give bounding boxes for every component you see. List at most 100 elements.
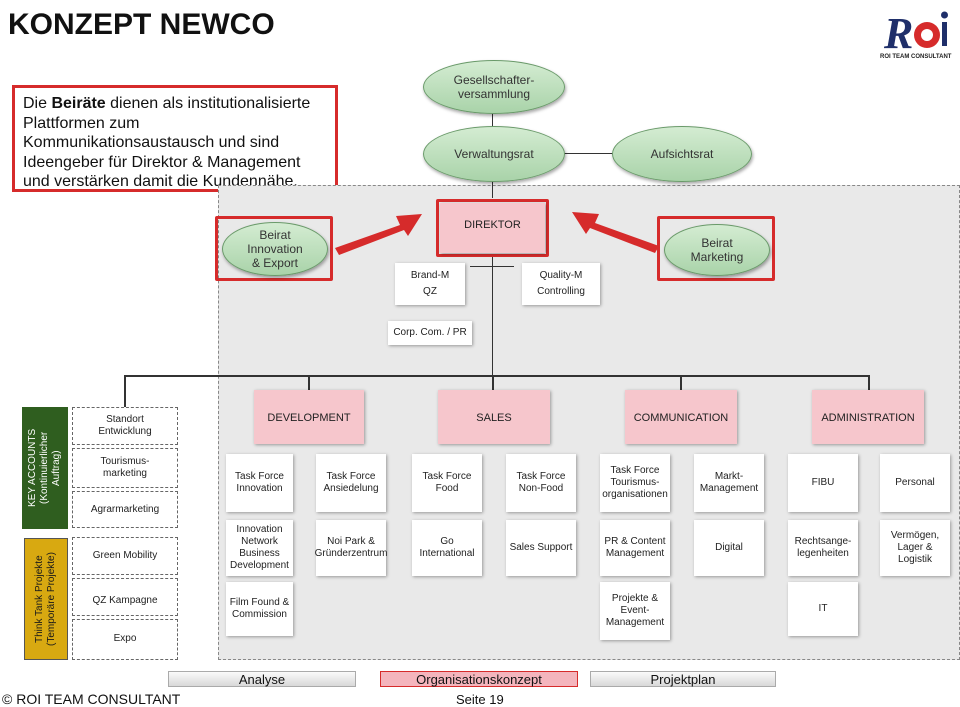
noi-park: Noi Park & Gründerzentrum <box>314 520 388 576</box>
roi-logo: R ROI TEAM CONSULTANT <box>878 2 958 64</box>
roi-logo-graphic: R <box>883 9 948 58</box>
go-international-label: Go International <box>419 536 475 559</box>
projekte-event-management: Projekte & Event- Management <box>600 582 670 640</box>
department-administration: ADMINISTRATION <box>812 390 924 444</box>
beirat-marketing-node: Beirat Marketing <box>664 224 770 276</box>
pr-content-label: PR & Content Management <box>604 536 666 559</box>
connector <box>124 375 126 407</box>
think-tank-text: Think Tank Projekte (Temporäre Projekte) <box>34 552 57 646</box>
vermoegen-label: Vermögen, Lager & Logistik <box>890 530 940 565</box>
logo-tagline: ROI TEAM CONSULTANT <box>880 54 952 60</box>
arrow-right <box>572 212 659 253</box>
intro-prefix: Die <box>23 95 52 112</box>
aufsichtsrat-label: Aufsichtsrat <box>650 147 714 161</box>
fibu-label: FIBU <box>811 477 835 488</box>
task-force-ansiedelung: Task Force Ansiedelung <box>316 454 386 512</box>
key-accounts-label: KEY ACCOUNTS (Kontinuierlicher Auftrag) <box>22 407 68 529</box>
agrarmarketing: Agrarmarketing <box>72 491 178 528</box>
connector <box>680 375 682 390</box>
markt-management: Markt- Management <box>694 454 764 512</box>
task-force-ansiedelung-label: Task Force Ansiedelung <box>323 471 379 494</box>
personal-label: Personal <box>895 477 935 488</box>
rechtsangelegenheiten: Rechtsange- legenheiten <box>788 520 858 576</box>
connector <box>868 375 870 390</box>
department-development: DEVELOPMENT <box>254 390 364 444</box>
task-force-tourismusorganisationen: Task Force Tourismus- organisationen <box>600 454 670 512</box>
tab-analyse[interactable]: Analyse <box>168 671 356 687</box>
digital: Digital <box>694 520 764 576</box>
sales-support-label: Sales Support <box>509 542 573 553</box>
vermoegen-lager-logistik: Vermögen, Lager & Logistik <box>880 520 950 576</box>
task-force-innovation: Task Force Innovation <box>226 454 293 512</box>
key-accounts-text: KEY ACCOUNTS (Kontinuierlicher Auftrag) <box>27 428 62 508</box>
intro-textbox: Die Beiräte dienen als institutionalisie… <box>12 85 338 192</box>
expo: Expo <box>72 619 178 660</box>
standort-entwicklung: Standort Entwicklung <box>72 407 178 445</box>
agrarmarketing-label: Agrarmarketing <box>90 503 160 515</box>
green-mobility-label: Green Mobility <box>92 550 158 561</box>
pr-content-management: PR & Content Management <box>600 520 670 576</box>
tourismusmarketing-label: Tourismus- marketing <box>100 456 150 479</box>
task-force-non-food-label: Task Force Non-Food <box>516 471 566 494</box>
tab-organisationskonzept[interactable]: Organisationskonzept <box>380 671 578 687</box>
connector <box>308 375 310 390</box>
rechtsangelegenheiten-label: Rechtsange- legenheiten <box>794 536 852 559</box>
fibu: FIBU <box>788 454 858 512</box>
brand-m-node: Brand-M QZ <box>395 263 465 305</box>
connector <box>492 178 493 198</box>
gesellschafterversammlung-node: Gesellschafter- versammlung <box>423 60 565 114</box>
beirat-innovation-node: Beirat Innovation & Export <box>222 222 328 276</box>
arrow-left <box>335 214 422 255</box>
standort-entwicklung-label: Standort Entwicklung <box>98 414 152 437</box>
footer-page-number: Seite 19 <box>456 692 504 707</box>
gesellschafter-label: Gesellschafter- versammlung <box>453 73 535 101</box>
connector <box>560 153 622 154</box>
film-found-commission: Film Found & Commission <box>226 582 293 636</box>
connector <box>470 266 514 267</box>
department-communication-label: COMMUNICATION <box>633 412 729 424</box>
task-force-innovation-label: Task Force Innovation <box>235 471 284 494</box>
connector <box>492 255 493 375</box>
innovation-network-label: Innovation Network Business Development <box>230 524 289 571</box>
task-force-tourismus-label: Task Force Tourismus- organisationen <box>602 465 668 500</box>
beirat-innovation-highlight <box>215 216 333 281</box>
intro-bold: Beiräte <box>51 95 106 112</box>
film-found-label: Film Found & Commission <box>229 597 290 620</box>
sales-support: Sales Support <box>506 520 576 576</box>
brand-m-label: Brand-M QZ <box>410 270 450 297</box>
department-sales: SALES <box>438 390 550 444</box>
task-force-non-food: Task Force Non-Food <box>506 454 576 512</box>
task-force-food: Task Force Food <box>412 454 482 512</box>
verwaltungsrat-node: Verwaltungsrat <box>423 126 565 182</box>
it: IT <box>788 582 858 636</box>
expo-label: Expo <box>113 633 137 644</box>
beirat-marketing-label: Beirat Marketing <box>690 236 744 264</box>
department-administration-label: ADMINISTRATION <box>821 412 915 424</box>
qz-kampagne: QZ Kampagne <box>72 578 178 616</box>
personal: Personal <box>880 454 950 512</box>
projekte-event-label: Projekte & Event- Management <box>605 593 665 628</box>
tourismusmarketing: Tourismus- marketing <box>72 448 178 488</box>
think-tank-label: Think Tank Projekte (Temporäre Projekte) <box>24 538 68 660</box>
page-title: KONZEPT NEWCO <box>8 8 275 41</box>
svg-text:R: R <box>883 9 913 58</box>
aufsichtsrat-node: Aufsichtsrat <box>612 126 752 182</box>
green-mobility: Green Mobility <box>72 537 178 575</box>
direktor-label: DIREKTOR <box>464 219 521 231</box>
it-label: IT <box>818 603 828 614</box>
corp-com-node: Corp. Com. / PR <box>388 321 472 345</box>
digital-label: Digital <box>715 542 743 553</box>
connector <box>124 375 870 377</box>
quality-m-label: Quality-M Controlling <box>537 270 585 297</box>
connector <box>492 375 494 390</box>
department-sales-label: SALES <box>476 412 512 424</box>
department-communication: COMMUNICATION <box>625 390 737 444</box>
innovation-network: Innovation Network Business Development <box>226 520 293 576</box>
corp-com-label: Corp. Com. / PR <box>393 327 467 338</box>
go-international: Go International <box>412 520 482 576</box>
quality-m-node: Quality-M Controlling <box>522 263 600 305</box>
noi-park-label: Noi Park & Gründerzentrum <box>314 536 388 559</box>
beirat-marketing-highlight <box>657 216 775 281</box>
direktor-node: DIREKTOR <box>440 203 545 253</box>
tab-projektplan[interactable]: Projektplan <box>590 671 776 687</box>
